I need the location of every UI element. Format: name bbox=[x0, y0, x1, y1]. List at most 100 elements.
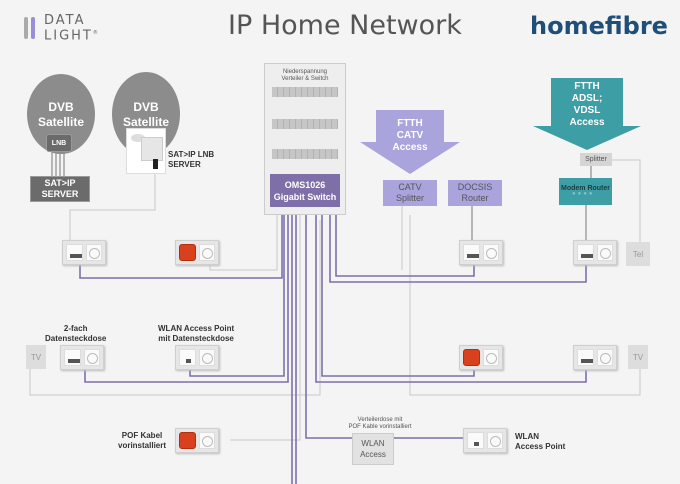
purple-cable-8 bbox=[321, 210, 475, 377]
page-title: IP Home Network bbox=[228, 10, 462, 41]
distribution-cabinet: Niederspannung Verteiler & Switch OMS102… bbox=[264, 63, 346, 215]
wlan-access-line1: WLAN bbox=[361, 439, 385, 448]
cabinet-title: Niederspannung Verteiler & Switch bbox=[265, 69, 345, 83]
dsl-arrow-line2: ADSL; bbox=[571, 93, 603, 104]
wlan-access-line2: Access bbox=[360, 450, 386, 459]
power-outlet-icon bbox=[201, 247, 213, 259]
purple-cable-6 bbox=[305, 210, 468, 439]
purple-cable-1 bbox=[79, 210, 283, 279]
lnb-label-line1: SAT>IP LNB bbox=[168, 150, 215, 159]
pof-port-icon bbox=[463, 349, 480, 366]
rj45-jack-icon bbox=[581, 359, 593, 363]
socket-ethernet-row1-c bbox=[573, 240, 617, 265]
dish1-line1: DVB bbox=[48, 100, 74, 114]
grey-cable-sat-dish2 bbox=[69, 165, 156, 240]
sat-ip-lnb-device bbox=[126, 128, 166, 174]
pof-port-icon bbox=[179, 244, 196, 261]
dish1-line2: Satellite bbox=[37, 115, 85, 129]
switch-line2: Gigabit Switch bbox=[273, 191, 337, 202]
power-outlet-icon bbox=[599, 352, 611, 364]
socket-two-port bbox=[60, 345, 104, 370]
rj45-jack-icon bbox=[467, 254, 479, 258]
wlan-point-line1: WLAN bbox=[515, 432, 539, 441]
purple-cable-2 bbox=[84, 210, 289, 383]
tv-outlet-right: TV bbox=[628, 345, 648, 369]
cabinet-title-line1: Niederspannung bbox=[282, 69, 328, 75]
lnb-box: LNB bbox=[46, 134, 72, 152]
catv-arrow-line3: Access bbox=[392, 142, 428, 153]
datalight-logo: DATA LIGHT® bbox=[44, 14, 100, 42]
docsis-line1: DOCSIS bbox=[457, 182, 493, 192]
datalight-logo-mark bbox=[24, 17, 38, 44]
pof-port-icon bbox=[179, 432, 196, 449]
rj45-jack-icon bbox=[70, 254, 82, 258]
grey-cable-socket2 bbox=[209, 215, 278, 271]
power-outlet-icon bbox=[201, 435, 213, 447]
socket-pof-row2 bbox=[459, 345, 503, 370]
server-line1: SAT>IP bbox=[44, 178, 76, 188]
docsis-line2: Router bbox=[461, 193, 489, 203]
modem-router-label: Modem Router bbox=[561, 185, 610, 192]
grey-cable-tv-left bbox=[29, 220, 321, 396]
power-outlet-icon bbox=[88, 247, 100, 259]
socket-ethernet-row2 bbox=[573, 345, 617, 370]
two-port-line2: Datensteckdose bbox=[45, 334, 107, 343]
dsl-arrow-line4: Access bbox=[569, 117, 605, 128]
lnb-label-line2: SERVER bbox=[168, 160, 201, 169]
dish2-line2: Satellite bbox=[122, 115, 170, 129]
rj45-jack-icon bbox=[581, 254, 593, 258]
two-port-line1: 2-fach bbox=[63, 324, 88, 333]
wlan-access-box: WLAN Access bbox=[352, 433, 394, 465]
purple-cable-3 bbox=[189, 210, 285, 377]
catv-splitter-line1: CATV bbox=[398, 182, 422, 192]
socket-ethernet-row1-a bbox=[62, 240, 106, 265]
ftth-catv-arrow bbox=[360, 110, 460, 174]
purple-cable-10 bbox=[335, 210, 475, 277]
socket-wlan-point bbox=[463, 428, 507, 453]
lnb-cables bbox=[51, 150, 65, 176]
power-outlet-icon bbox=[485, 247, 497, 259]
pof-line1: POF Kabel bbox=[121, 431, 163, 440]
registered-mark: ® bbox=[92, 30, 100, 36]
grey-cable-tv-right bbox=[409, 215, 641, 396]
logo-line2: LIGHT bbox=[44, 28, 93, 44]
purple-cable-7 bbox=[315, 210, 587, 383]
verteiler-line2: POF Kable vorinstalliert bbox=[348, 424, 412, 430]
tel-outlet: Tel bbox=[626, 242, 650, 266]
purple-cable-9 bbox=[329, 210, 587, 283]
pof-line2: vorinstalliert bbox=[118, 441, 167, 450]
dish2-line1: DVB bbox=[133, 100, 159, 114]
verteiler-line1: Verteilerdose mit bbox=[357, 417, 403, 423]
single-jack-icon bbox=[474, 442, 479, 446]
server-line2: SERVER bbox=[41, 189, 79, 199]
rj45-jack-icon bbox=[68, 359, 80, 363]
grey-cable-pof bbox=[230, 215, 301, 441]
socket-pof-row3 bbox=[175, 428, 219, 453]
status-leds-icon: ●●●● bbox=[572, 191, 595, 197]
single-jack-icon bbox=[186, 359, 191, 363]
power-outlet-icon bbox=[485, 352, 497, 364]
catv-arrow-line1: FTTH bbox=[397, 118, 423, 129]
tv-outlet-left: TV bbox=[26, 345, 46, 369]
catv-arrow-line2: CATV bbox=[396, 130, 424, 141]
ftth-dsl-arrow bbox=[533, 78, 641, 150]
catv-splitter-line2: Splitter bbox=[395, 193, 424, 203]
socket-pof-row1 bbox=[175, 240, 219, 265]
power-outlet-icon bbox=[489, 435, 501, 447]
switch-line1: OMS1026 bbox=[284, 179, 326, 190]
grey-cable-tel bbox=[610, 159, 641, 245]
power-outlet-icon bbox=[599, 247, 611, 259]
logo-line1: DATA bbox=[44, 13, 86, 28]
sat-ip-lnb-label: SAT>IP LNB SERVER bbox=[168, 150, 214, 170]
